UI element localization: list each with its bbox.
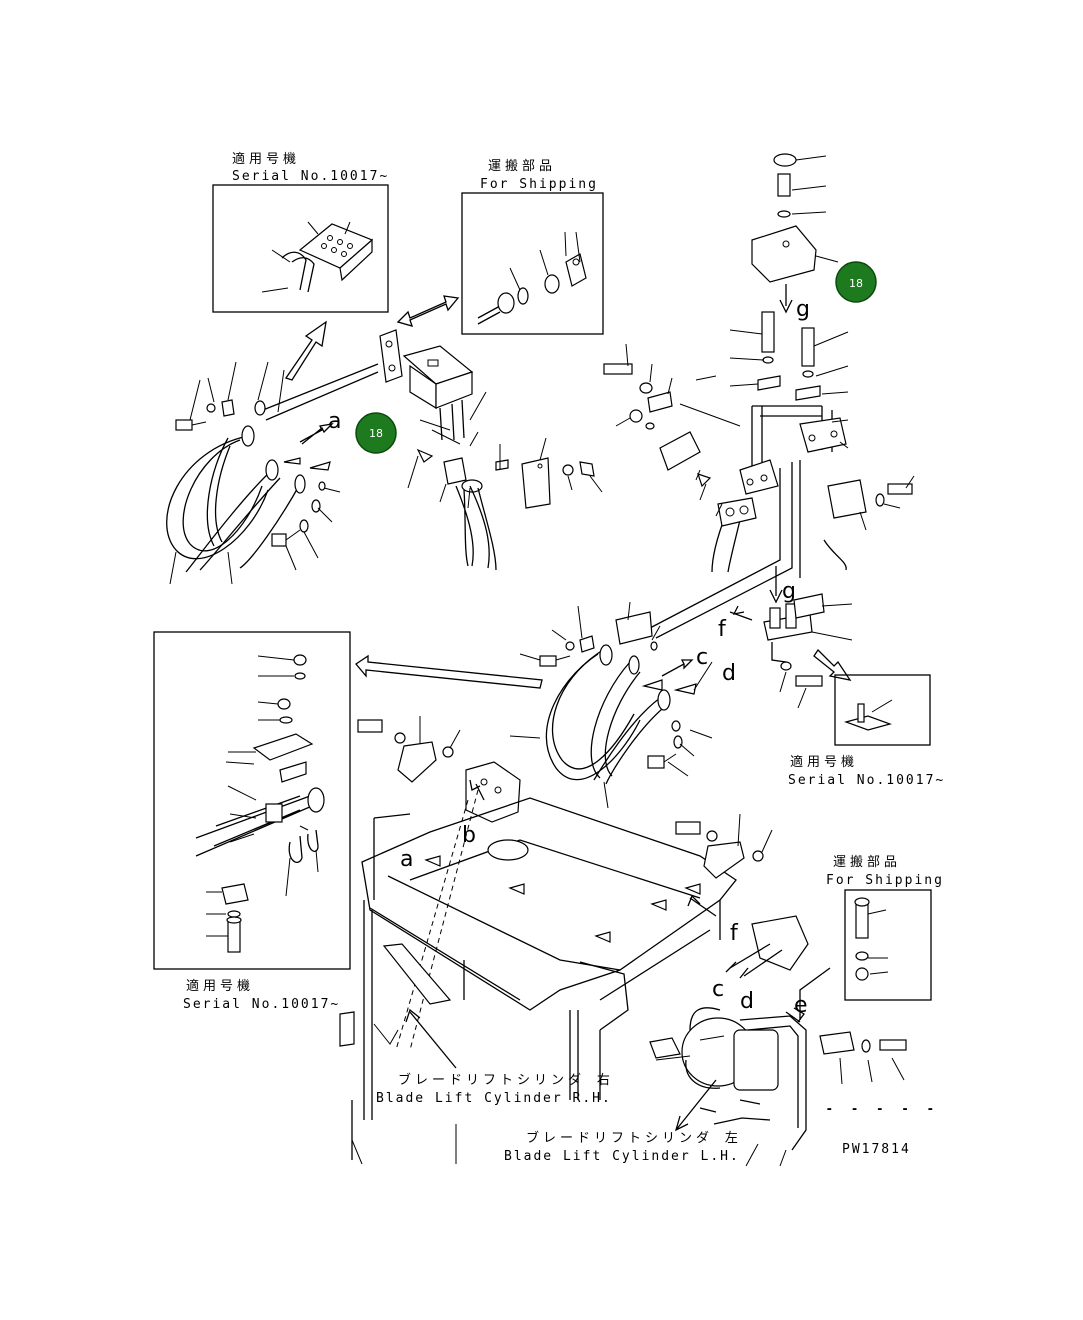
serial-inset-left — [153, 631, 543, 970]
cylinder-lh-jp: ブレードリフトシリンダ 左 — [526, 1130, 742, 1146]
shipping-note-en: For Shipping — [480, 177, 598, 192]
bracket-assembly-right: g — [603, 153, 915, 639]
serial-note-jp: 適用号機 — [232, 151, 300, 167]
shipping-note-top: 運搬部品 For Shipping — [461, 159, 604, 335]
letter-b-tank: b — [462, 823, 476, 848]
serial-inset-box — [212, 184, 389, 313]
cylinder-lh-area: f c d e e - - - - - — [649, 813, 940, 1167]
letter-g-mid: g — [782, 579, 796, 604]
cylinder-label-lh: ブレードリフトシリンダ 左 Blade Lift Cylinder L.H. — [504, 1130, 742, 1164]
drawing-number: PW17814 — [842, 1142, 911, 1157]
cylinder-rh-jp: ブレードリフトシリンダ 右 — [398, 1072, 614, 1088]
tank-frame: a b — [339, 716, 737, 1165]
letter-e-lower: e — [794, 993, 808, 1018]
cylinder-label-rh: ブレードリフトシリンダ 右 Blade Lift Cylinder R.H. — [376, 1072, 614, 1106]
serial-inset-right-box — [834, 674, 931, 746]
serial-note-left-box: 適用号機 Serial No.10017~ — [183, 978, 340, 1012]
cylinder-rh-en: Blade Lift Cylinder R.H. — [376, 1091, 612, 1106]
letter-c-lower: c — [712, 977, 724, 1002]
serial-note-top-left: 適用号機 Serial No.10017~ — [212, 151, 389, 313]
letter-d-mid: d — [722, 661, 736, 686]
cylinder-lh-en: Blade Lift Cylinder L.H. — [504, 1149, 740, 1164]
serial-note-right: 適用号機 Serial No.10017~ — [788, 754, 945, 788]
shipping-parts — [477, 231, 587, 325]
serial-note-left-jp: 適用号機 — [186, 978, 254, 994]
serial-note-left-en: Serial No.10017~ — [183, 997, 340, 1012]
shipping-note-right: 運搬部品 For Shipping — [826, 855, 944, 1001]
shipping-inset-box — [461, 192, 604, 335]
double-arrow-shipping — [396, 295, 460, 327]
letter-a-tank: a — [400, 847, 413, 872]
shipping-note-jp: 運搬部品 — [488, 159, 556, 174]
letter-d-lower: d — [740, 989, 754, 1014]
callout-badge-18-right[interactable]: 18 — [835, 261, 877, 303]
serial-note-en: Serial No.10017~ — [232, 169, 389, 184]
dashes-mark: - - - - - — [826, 1102, 940, 1115]
hose-assembly-middle: c d f g — [509, 566, 931, 809]
callout-badge-18-left-label: 18 — [369, 427, 383, 440]
letter-f-lower: f — [730, 921, 739, 946]
inset-valve-block — [261, 221, 374, 293]
letter-c-mid: c — [696, 645, 708, 670]
callout-badge-18-left[interactable]: 18 — [355, 412, 397, 454]
letter-f-mid: f — [718, 617, 727, 642]
shipping-inset-right-box — [844, 889, 932, 1001]
serial-inset-left-box — [153, 631, 351, 970]
letter-a-top: a — [328, 409, 341, 434]
shipping-note-right-jp: 運搬部品 — [833, 855, 901, 870]
callout-badge-18-right-label: 18 — [849, 277, 863, 290]
arrow-serial-top — [284, 320, 327, 381]
shipping-note-right-en: For Shipping — [826, 873, 944, 888]
serial-note-right-jp: 適用号機 — [790, 754, 858, 770]
hose-assembly-left: a — [166, 329, 603, 585]
serial-note-right-en: Serial No.10017~ — [788, 773, 945, 788]
letter-g-top: g — [796, 297, 810, 322]
